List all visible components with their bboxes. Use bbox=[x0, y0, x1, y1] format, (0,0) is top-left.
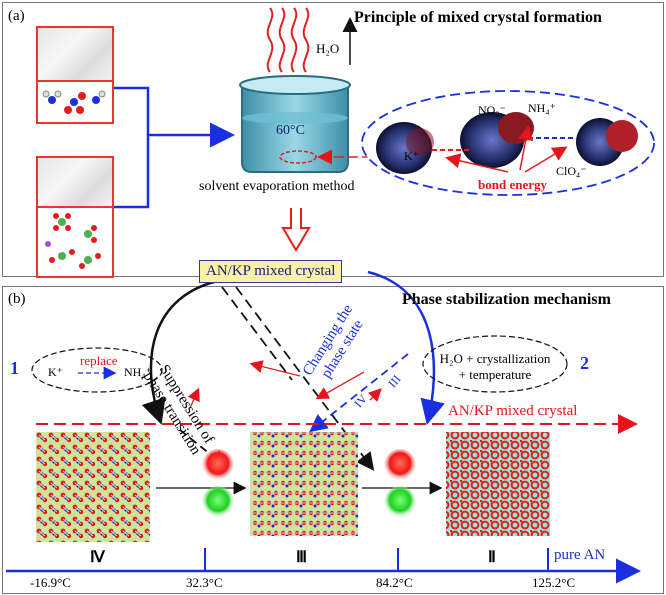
phase-iii-label: Ⅲ bbox=[296, 549, 308, 566]
temp-tick-1: -16.9°C bbox=[30, 575, 71, 590]
panel-b-title: Phase stabilization mechanism bbox=[402, 291, 611, 308]
ion-clo4-label: ClO₄⁻ bbox=[556, 164, 587, 178]
phase-ii-label: Ⅱ bbox=[488, 549, 496, 566]
green-indicator-2 bbox=[384, 486, 416, 518]
panel-a-label: (a) bbox=[8, 8, 25, 24]
kp-sample-photo-box bbox=[36, 156, 114, 278]
kp-molecule-model bbox=[45, 213, 101, 269]
phase-iv-crystal bbox=[36, 432, 150, 542]
temp-tick-2: 32.3°C bbox=[186, 575, 223, 590]
temp-tick-4: 125.2°C bbox=[532, 575, 576, 590]
ion-k-label: K⁺ bbox=[404, 149, 419, 163]
phase-iii-crystal bbox=[250, 432, 358, 536]
replace-from-ion: K⁺ bbox=[48, 365, 63, 379]
pure-an-label: pure AN bbox=[554, 547, 606, 563]
conditions-text: H₂O + crystallization + temperature bbox=[428, 351, 562, 384]
green-indicator-1 bbox=[202, 486, 234, 518]
temperature-label: 60°C bbox=[276, 123, 305, 138]
mixed-crystal-line-label: AN/KP mixed crystal bbox=[448, 403, 578, 419]
conditions-line-2: + temperature bbox=[458, 367, 532, 383]
kp-powder-photo bbox=[38, 158, 112, 208]
an-powder-photo bbox=[38, 28, 112, 82]
red-indicator-2 bbox=[384, 449, 416, 481]
phase-ii-crystal bbox=[446, 432, 550, 536]
red-indicator-1 bbox=[202, 449, 234, 481]
an-molecule-model bbox=[42, 90, 106, 114]
product-box: AN/KP mixed crystal bbox=[199, 260, 343, 283]
temp-tick-3: 84.2°C bbox=[376, 575, 413, 590]
an-sample-photo-box bbox=[36, 26, 114, 124]
conditions-line-1: H₂O + crystallization bbox=[439, 351, 551, 366]
panel-b-label: (b) bbox=[8, 291, 26, 307]
phase-iv-label: Ⅳ bbox=[90, 549, 105, 566]
replace-label: replace bbox=[80, 353, 118, 368]
panel-b-frame bbox=[2, 286, 664, 594]
panel-a-title: Principle of mixed crystal formation bbox=[354, 9, 602, 26]
replace-to-ion: NH₄⁺ bbox=[124, 365, 152, 379]
method-label: solvent evaporation method bbox=[199, 179, 355, 194]
ion-nh4-label: NH₄⁺ bbox=[528, 101, 556, 115]
ion-no3-label: NO₃⁻ bbox=[478, 103, 506, 117]
path-1-number: 1 bbox=[10, 358, 19, 378]
bond-energy-label: bond energy bbox=[478, 177, 547, 192]
path-2-number: 2 bbox=[580, 353, 589, 373]
h2o-label: H₂O bbox=[316, 41, 340, 56]
